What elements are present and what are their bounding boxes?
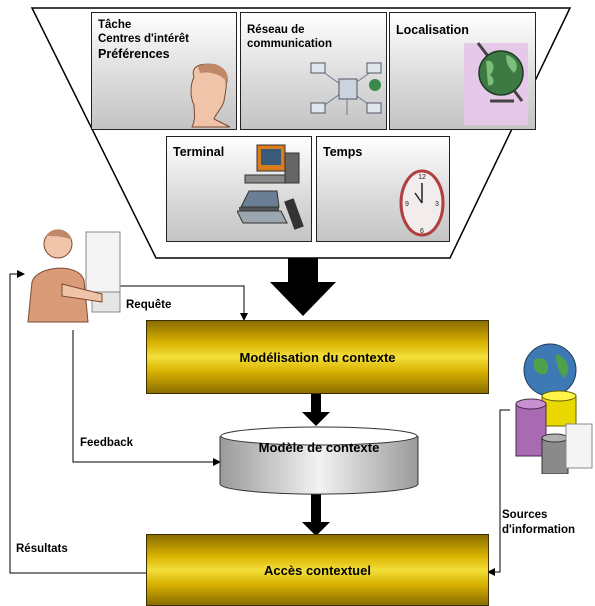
feedback-line: [72, 330, 221, 466]
contextual-access-bar: Accès contextuel: [146, 534, 489, 606]
svg-text:12: 12: [418, 174, 426, 181]
results-label: Résultats: [16, 543, 68, 555]
contextual-access-label: Accès contextuel: [264, 562, 371, 578]
feedback-label: Feedback: [80, 437, 134, 449]
time-box: Temps 12 3 6 9: [316, 136, 450, 242]
user-computer-icon: [27, 229, 121, 323]
network-label: Réseau de communication: [247, 24, 332, 50]
modelling-to-model-arrow: [302, 392, 330, 426]
task-interest-box: Tâche Centres d'intérêt Préférences: [91, 12, 237, 130]
location-box: Localisation: [389, 12, 536, 130]
request-line: [96, 285, 248, 321]
devices-icon: [237, 144, 304, 230]
context-modelling-label: Modélisation du contexte: [239, 349, 396, 365]
network-box: Réseau de communication: [240, 12, 387, 130]
preferences-label: Préférences: [98, 47, 170, 61]
network-icon: [310, 62, 382, 115]
context-model-label: Modèle de contexte: [258, 440, 380, 455]
results-line: [9, 270, 146, 574]
request-label: Requête: [126, 299, 172, 311]
time-label: Temps: [323, 145, 363, 159]
context-model-store: [219, 426, 419, 495]
clock-icon: 12 3 6 9: [399, 169, 445, 237]
information-sources-label: Sources d'information: [502, 509, 576, 536]
context-modelling-bar: Modélisation du contexte: [146, 320, 489, 394]
svg-text:3: 3: [435, 201, 439, 208]
task-interest-label: Tâche Centres d'intérêt: [98, 19, 189, 45]
globe-icon: [476, 42, 524, 103]
information-sources-icon: [515, 343, 593, 474]
svg-text:6: 6: [420, 228, 424, 235]
svg-text:9: 9: [405, 201, 409, 208]
terminal-box: Terminal: [166, 136, 312, 242]
sources-line: [487, 409, 510, 576]
terminal-label: Terminal: [173, 145, 225, 159]
location-label: Localisation: [396, 23, 469, 37]
user-profile-icon: [190, 63, 231, 128]
funnel-arrow: [270, 258, 336, 316]
model-to-access-arrow: [302, 494, 330, 536]
